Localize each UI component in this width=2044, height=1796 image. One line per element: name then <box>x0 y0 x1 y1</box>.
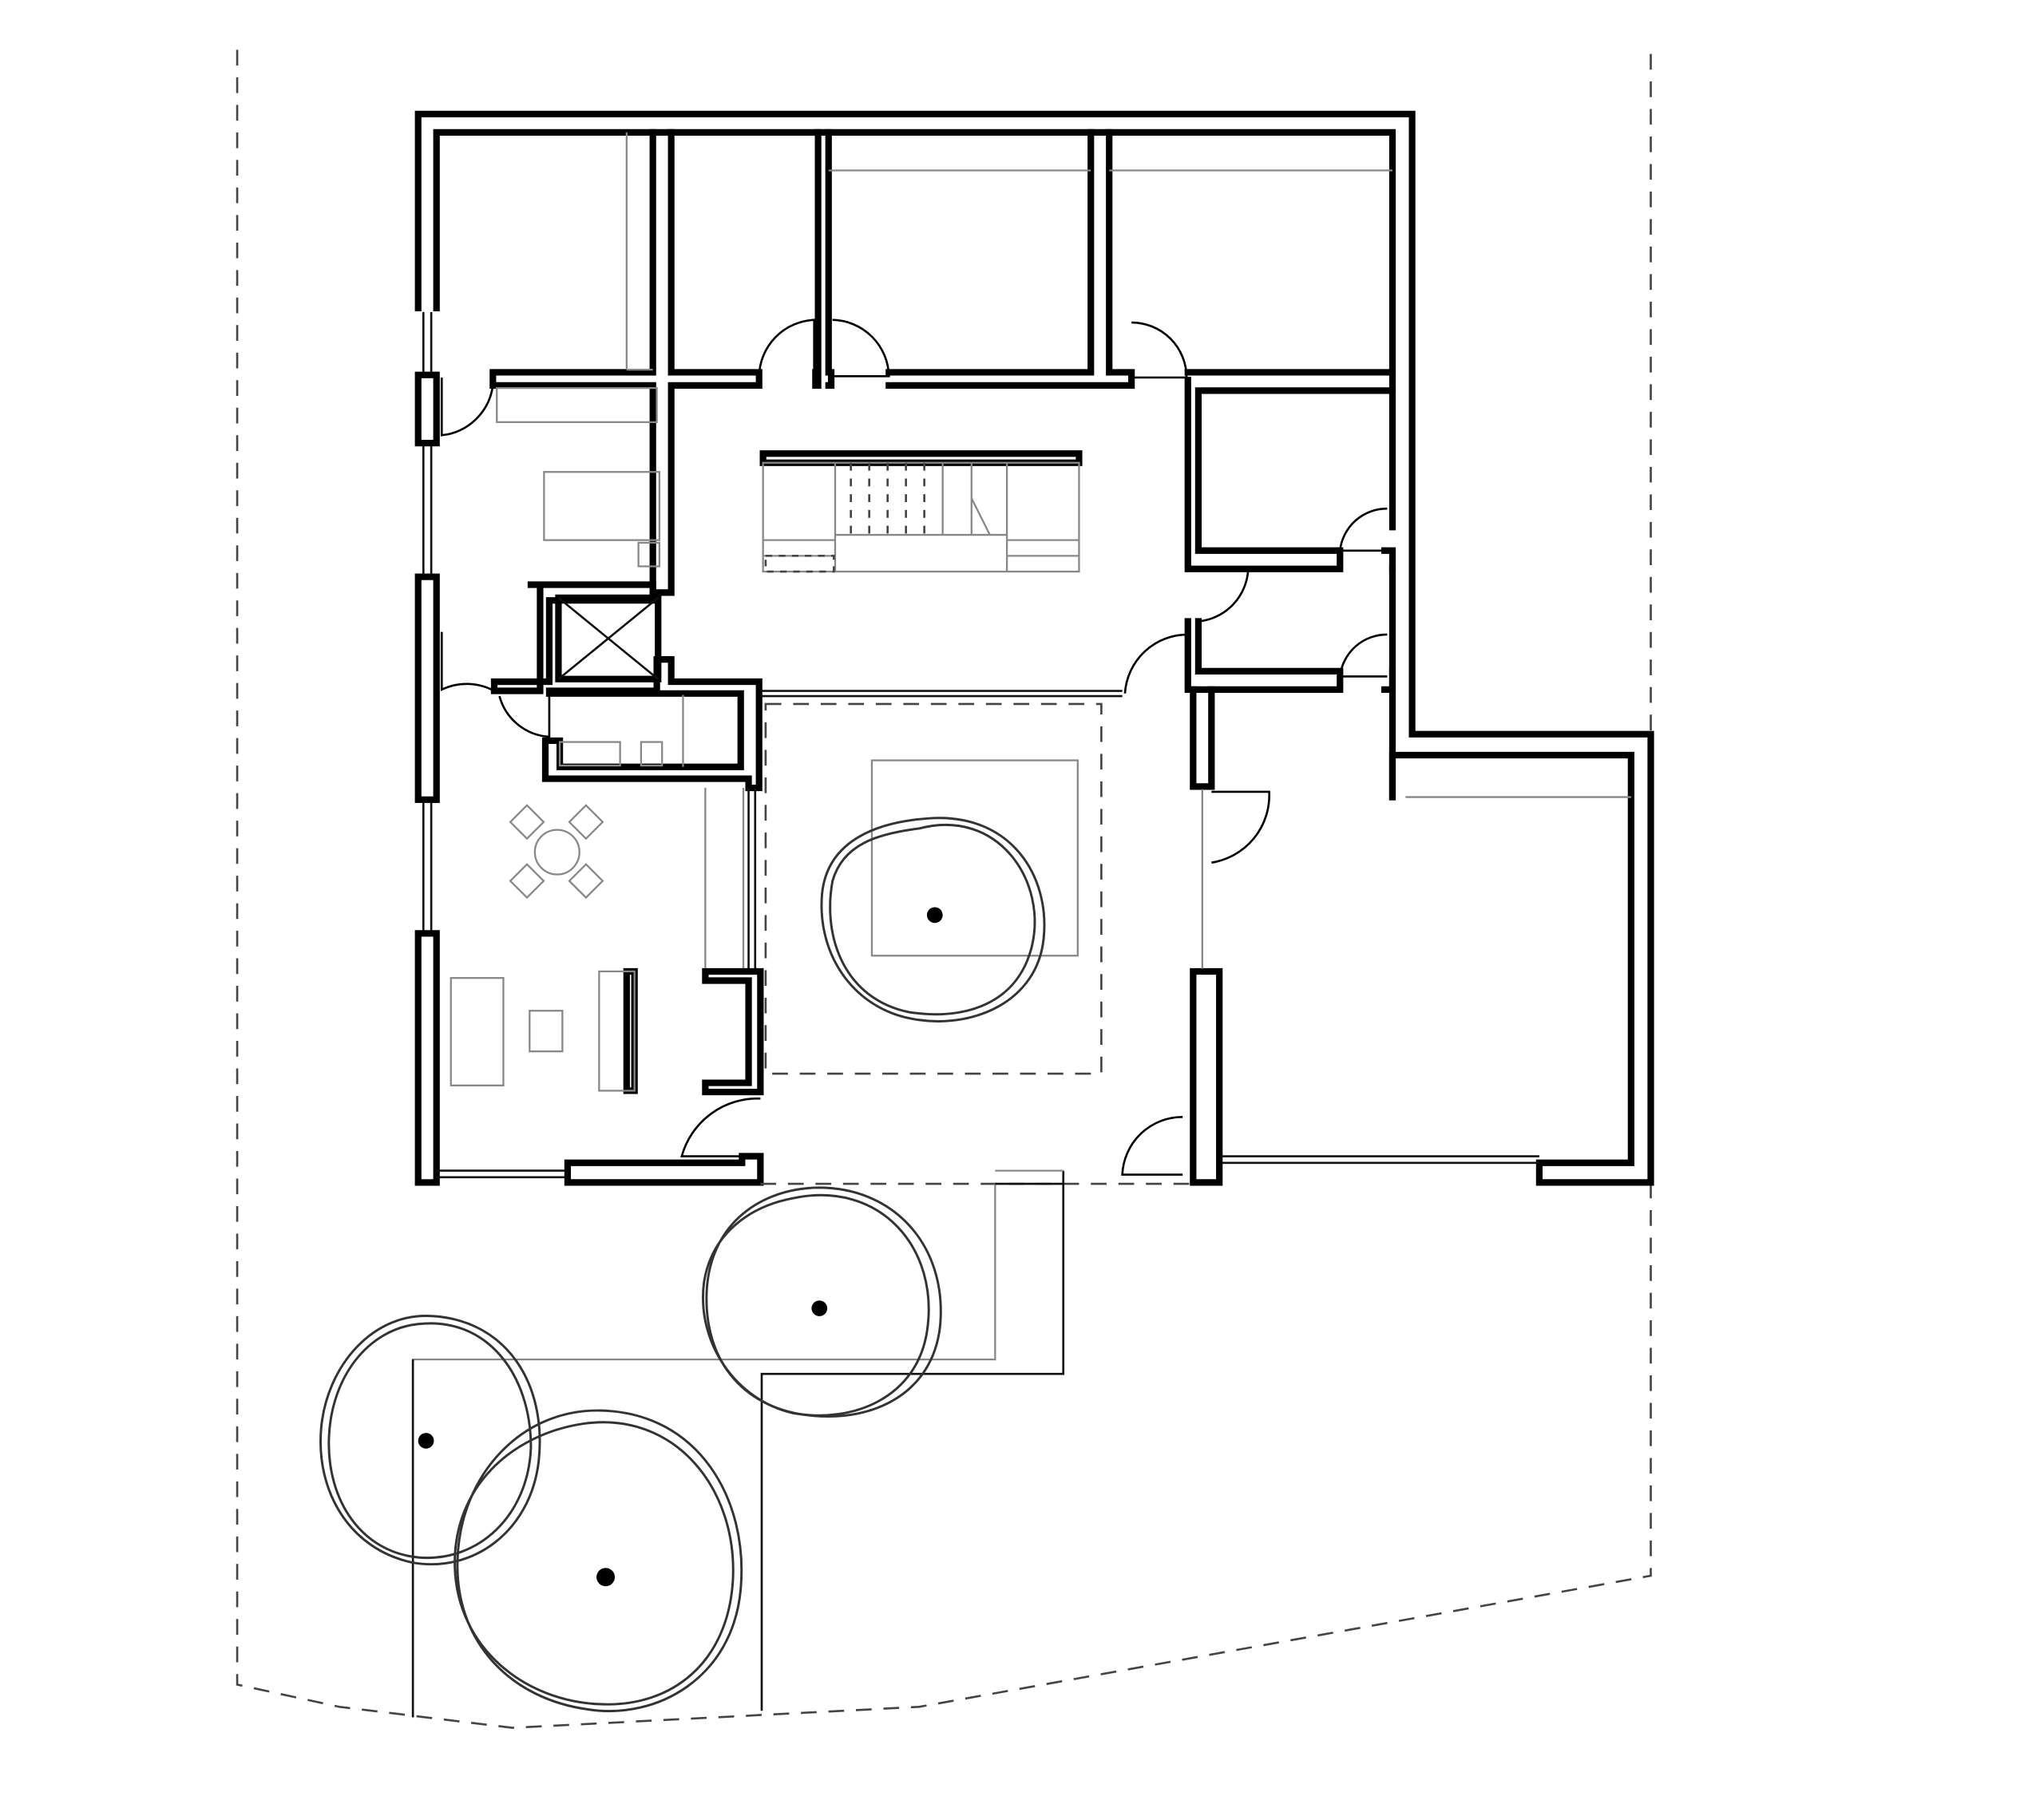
east-rooms <box>1184 377 1396 1186</box>
tree-garden-north <box>319 1315 541 1566</box>
tree-trunk <box>596 1568 616 1587</box>
elevator-shaft <box>555 594 662 682</box>
tree-trunk <box>811 1300 828 1316</box>
tree-garden-south <box>454 1409 743 1713</box>
tree-entrance <box>702 1186 942 1418</box>
bedroom-walls <box>489 129 1396 596</box>
doors <box>440 318 1388 1176</box>
stair-treads <box>850 462 991 536</box>
exterior-walls <box>414 110 1654 1186</box>
site-boundary <box>236 45 1652 1729</box>
terrace <box>411 1169 1194 1718</box>
stair <box>759 450 1083 573</box>
tree-trunk <box>926 907 943 924</box>
living-room <box>450 788 764 1096</box>
dining-table <box>509 804 604 900</box>
courtyard-tree <box>820 817 1046 1023</box>
tree-trunk <box>418 1433 434 1449</box>
bath-suite <box>490 386 763 792</box>
courtyard <box>760 690 1123 1075</box>
